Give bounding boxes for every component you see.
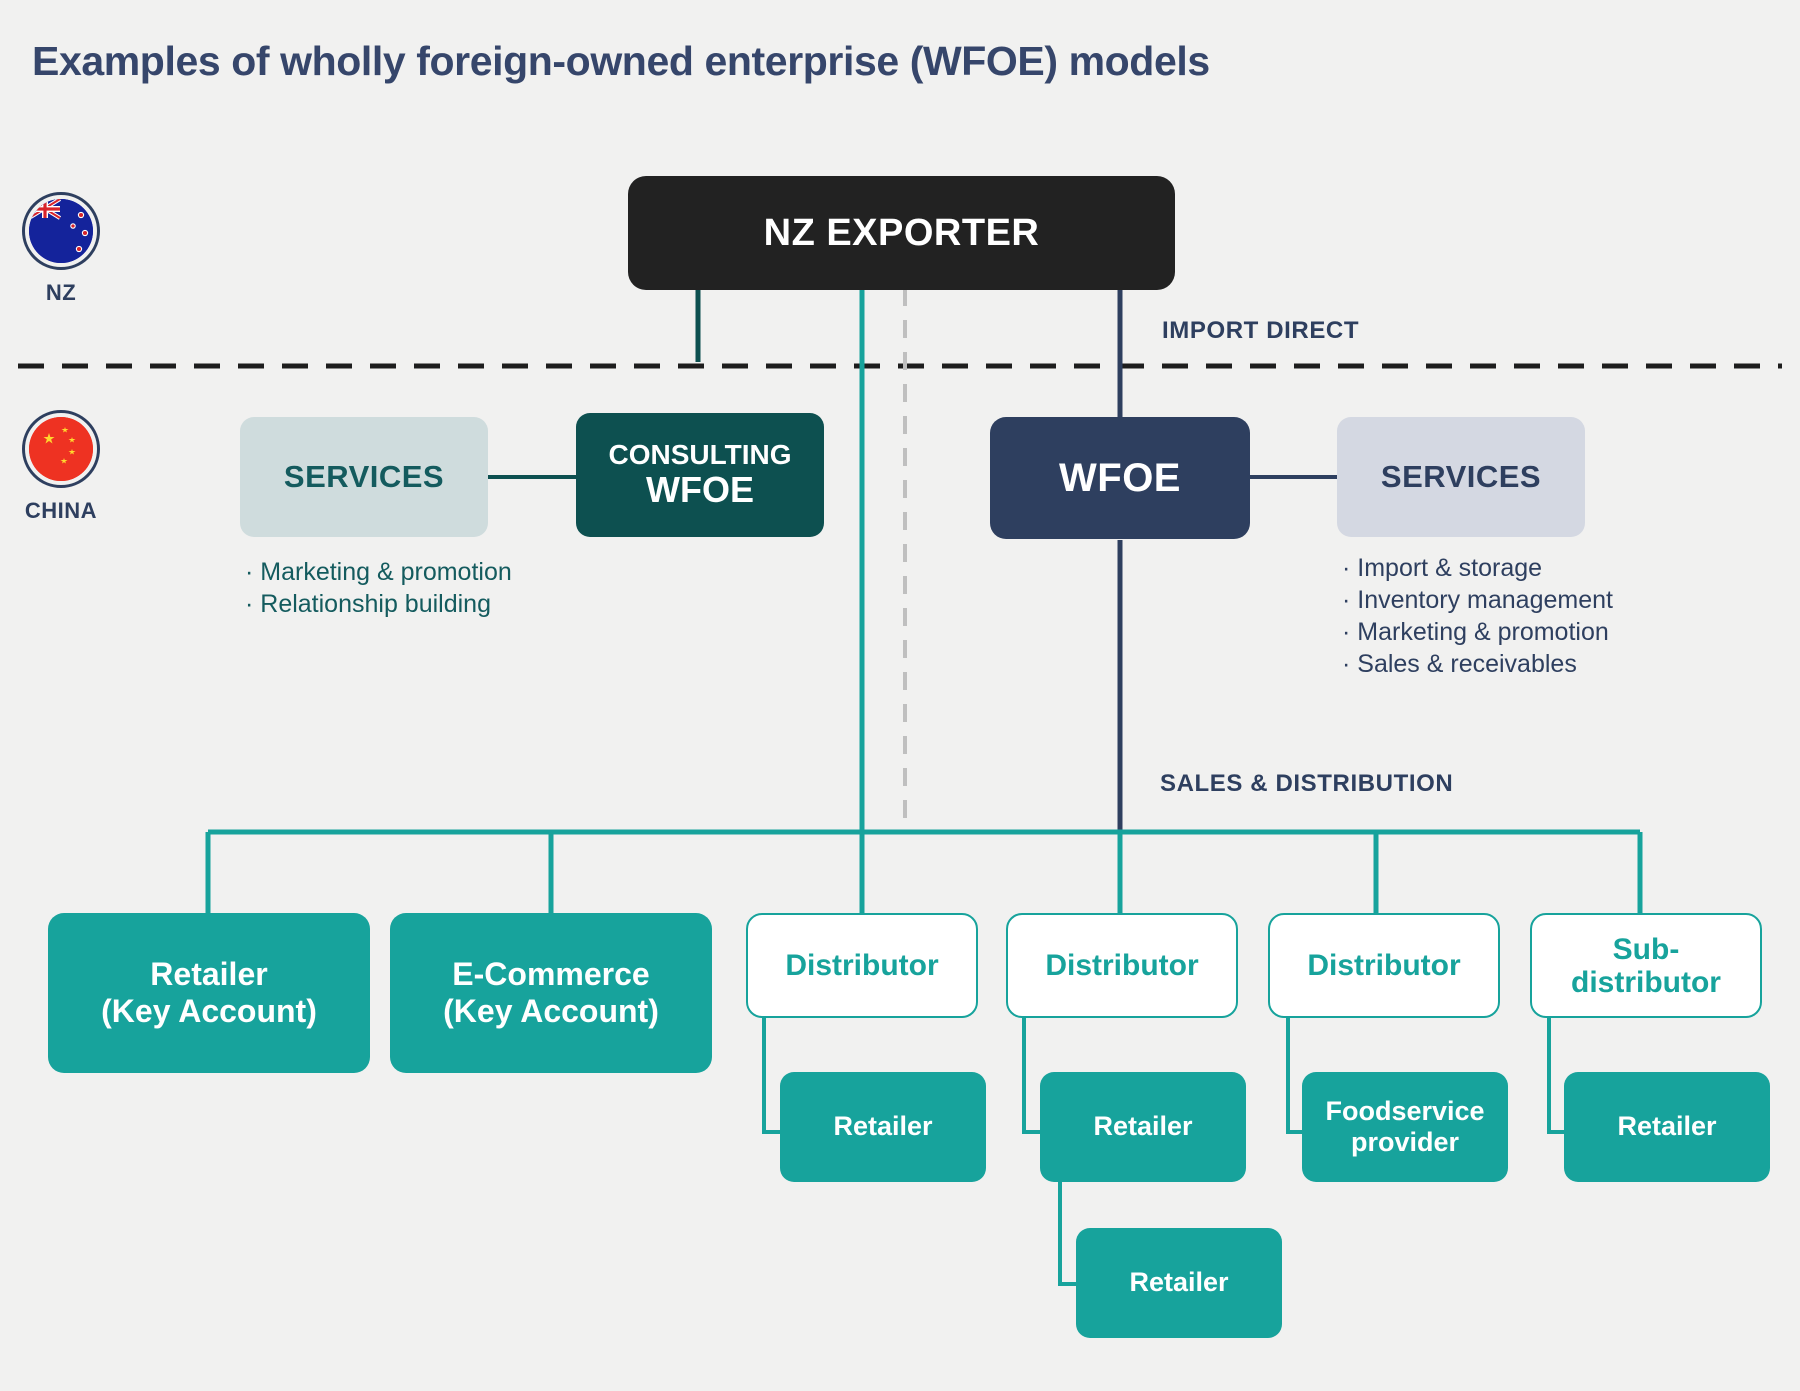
node-retailer-key-account[interactable]: Retailer (Key Account) (48, 913, 370, 1073)
node-retailer-under-dist-2[interactable]: Retailer (1040, 1072, 1246, 1182)
node-retailer-second-under-dist-2[interactable]: Retailer (1076, 1228, 1282, 1338)
node-label-line1: Distributor (1307, 949, 1461, 982)
list-item: · Import & storage (1342, 554, 1543, 582)
region-label-nz: NZ (45, 280, 77, 305)
node-label-line1: Foodservice (1325, 1095, 1485, 1126)
list-item: · Sales & receivables (1342, 650, 1577, 678)
node-wfoe-label: WFOE (1059, 455, 1181, 500)
node-services-right-label: SERVICES (1380, 459, 1542, 494)
node-wfoe[interactable]: WFOE (990, 417, 1250, 539)
services-left-list: · Marketing & promotion · Relationship b… (245, 556, 512, 620)
node-services-left[interactable]: SERVICES (240, 417, 488, 537)
node-retailer-under-subdist[interactable]: Retailer (1564, 1072, 1770, 1182)
node-ecommerce-key-account[interactable]: E-Commerce (Key Account) (390, 913, 712, 1073)
node-consulting-wfoe[interactable]: CONSULTING WFOE (576, 413, 824, 537)
page-title: Examples of wholly foreign-owned enterpr… (32, 38, 1210, 84)
node-label-line1: Distributor (785, 949, 939, 982)
node-foodservice-under-dist-3[interactable]: Foodservice provider (1302, 1072, 1508, 1182)
list-item: · Inventory management (1342, 586, 1613, 614)
node-label-line1: Retailer (833, 1111, 933, 1142)
node-label-line1: Distributor (1045, 949, 1199, 982)
node-distributor-3[interactable]: Distributor (1268, 913, 1500, 1018)
list-item: · Marketing & promotion (1342, 618, 1609, 646)
nz-flag-icon (22, 192, 100, 270)
node-services-left-label: SERVICES (283, 459, 445, 494)
node-label-line1: Sub- (1612, 932, 1680, 966)
node-label-line1: E-Commerce (452, 956, 650, 993)
node-nz-exporter-label: NZ EXPORTER (763, 211, 1040, 254)
node-consulting-wfoe-line1: CONSULTING (608, 439, 792, 471)
region-nz: NZ (22, 192, 116, 306)
node-label-line1: Retailer (150, 956, 268, 993)
node-label-line1: Retailer (1129, 1267, 1229, 1298)
node-label-line2: distributor (1571, 965, 1721, 999)
node-distributor-1[interactable]: Distributor (746, 913, 978, 1018)
node-sub-distributor[interactable]: Sub- distributor (1530, 913, 1762, 1018)
node-label-line2: (Key Account) (443, 993, 659, 1029)
node-retailer-under-dist-1[interactable]: Retailer (780, 1072, 986, 1182)
list-item: · Relationship building (245, 590, 491, 618)
caption-import-direct: IMPORT DIRECT (1162, 317, 1360, 344)
node-label-line2: provider (1350, 1127, 1460, 1157)
region-label-china: CHINA (24, 498, 98, 523)
node-consulting-wfoe-line2: WFOE (646, 468, 754, 510)
services-right-list: · Import & storage · Inventory managemen… (1342, 552, 1613, 680)
node-label-line1: Retailer (1617, 1111, 1717, 1142)
node-distributor-2[interactable]: Distributor (1006, 913, 1238, 1018)
list-item: · Marketing & promotion (245, 558, 512, 586)
region-china: CHINA (22, 410, 116, 524)
node-label-line1: Retailer (1093, 1111, 1193, 1142)
node-nz-exporter[interactable]: NZ EXPORTER (628, 176, 1175, 290)
node-label-line2: (Key Account) (101, 993, 317, 1029)
caption-sales-distribution: SALES & DISTRIBUTION (1160, 770, 1454, 797)
node-services-right[interactable]: SERVICES (1337, 417, 1585, 537)
china-flag-icon (22, 410, 100, 488)
